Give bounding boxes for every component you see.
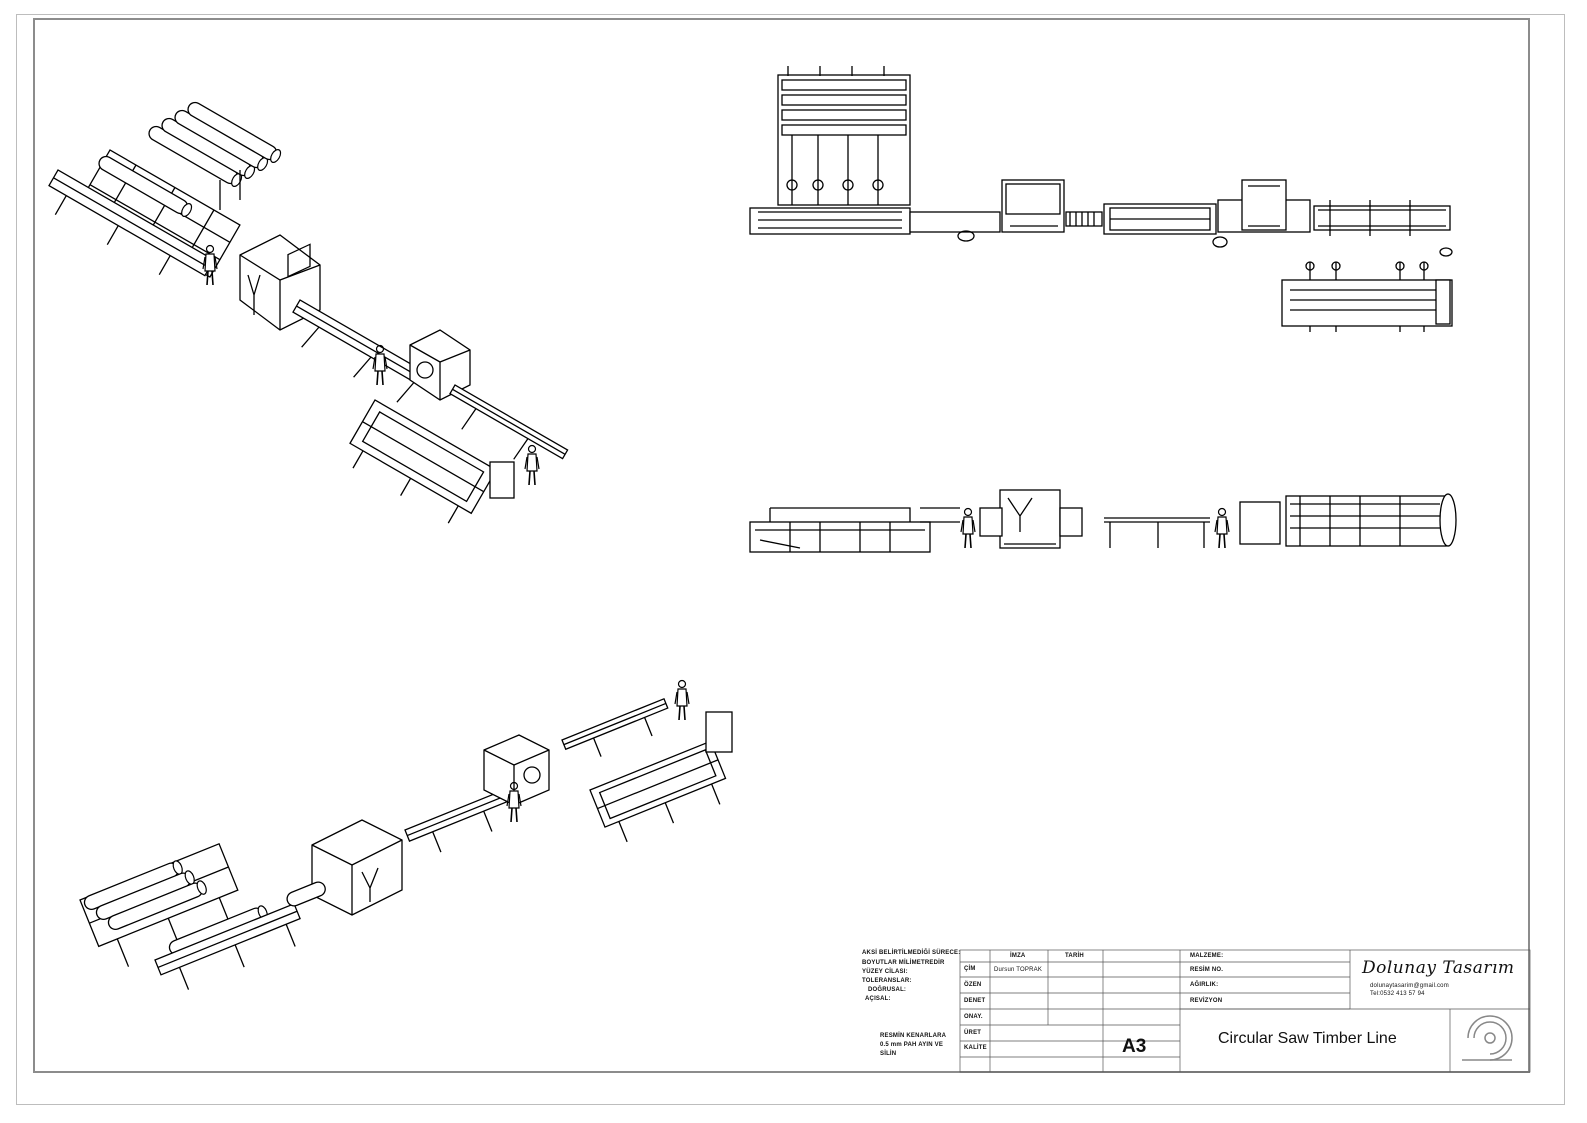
sheet-outer-border: [16, 14, 1565, 1105]
note-line: TOLERANSLAR:: [862, 978, 912, 984]
material-field: MALZEME:: [1190, 953, 1224, 959]
drawing-frame: [33, 18, 1530, 1073]
company-email: dolunaytasarim@gmail.com: [1370, 983, 1449, 989]
row-label: ÖZEN: [964, 982, 982, 988]
weight-field: AĞIRLIK:: [1190, 982, 1219, 988]
note-line: AKSİ BELİRTİLMEDİĞİ SÜRECE:: [862, 950, 961, 956]
note-line: BOYUTLAR MİLİMETREDİR: [862, 960, 945, 966]
drawing-number-field: RESİM NO.: [1190, 967, 1224, 973]
row-label: DENET: [964, 998, 986, 1004]
isometric-view-bottom: [79, 679, 733, 990]
signature-header: İMZA: [1010, 953, 1026, 959]
company-phone: Tel:0532 413 57 94: [1370, 991, 1425, 997]
note-line: DOĞRUSAL:: [868, 987, 907, 993]
note-line: SİLİN: [880, 1051, 897, 1057]
row-label: ÜRET: [964, 1030, 982, 1036]
row-label: KALİTE: [964, 1045, 987, 1051]
note-line: AÇISAL:: [865, 996, 891, 1002]
sheet-size: A3: [1122, 1036, 1147, 1057]
title-block-grid: [959, 949, 1531, 1073]
drawn-by-name: Dursun TOPRAK: [994, 967, 1043, 973]
revision-field: REVİZYON: [1190, 998, 1223, 1004]
note-line: RESMİN KENARLARA: [880, 1033, 947, 1039]
date-header: TARİH: [1065, 953, 1084, 959]
company-name: Dolunay Tasarım: [1362, 958, 1515, 978]
company-logo-mark: [1462, 1015, 1513, 1061]
side-view: [749, 489, 1457, 553]
isometric-view-top: [48, 99, 569, 524]
row-label: ÇİM: [964, 966, 976, 972]
row-label: ONAY.: [964, 1014, 983, 1020]
note-line: YÜZEY CİLASI:: [862, 969, 908, 975]
plan-view: [749, 66, 1453, 332]
note-line: 0.5 mm PAH AYIN VE: [880, 1042, 944, 1048]
drawing-title: Circular Saw Timber Line: [1218, 1030, 1397, 1047]
